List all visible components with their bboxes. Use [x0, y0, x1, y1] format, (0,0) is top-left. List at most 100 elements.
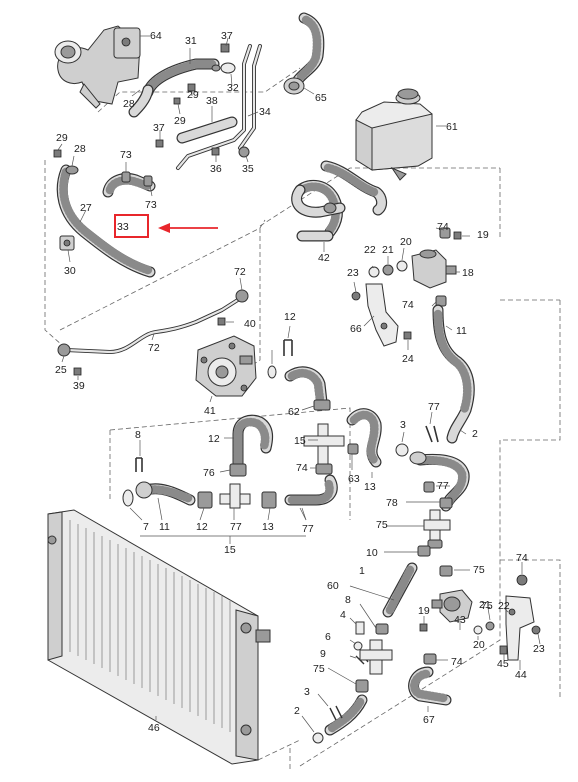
bolt-29-left: [53, 149, 62, 158]
callout-label: 12: [196, 521, 208, 533]
callout-label: 75: [473, 564, 485, 576]
group-boundary-upper-left: [44, 160, 63, 346]
hose-65: [283, 12, 325, 95]
clip-3-upper: [425, 425, 439, 443]
hose-12-lower: [135, 481, 196, 506]
callout-label: 20: [400, 236, 412, 248]
bolt-29-mid: [173, 97, 181, 105]
callout-label: 61: [446, 121, 458, 133]
callout-label: 23: [533, 643, 545, 655]
callout-label: 11: [456, 325, 467, 337]
callout-label: 18: [462, 267, 474, 279]
pipe-31: [142, 58, 220, 98]
callout-label: 2: [472, 428, 478, 440]
hose-38: [176, 116, 238, 144]
callout-label: 34: [259, 106, 271, 118]
clip-76: [423, 481, 435, 493]
highlight-arrowhead: [158, 223, 170, 233]
callout-label: 23: [347, 267, 359, 279]
callout-label: 19: [477, 229, 489, 241]
bolt-37-mid: [155, 139, 164, 148]
callout-label: 30: [64, 265, 76, 277]
callout-label: 37: [153, 122, 165, 134]
clip-3-lower: [329, 705, 343, 721]
pipe-34: [176, 44, 262, 170]
hose-15-lower: [284, 474, 338, 506]
callout-label: 2: [294, 705, 300, 717]
bolt-19-lower: [419, 623, 428, 632]
bolt-25: [403, 331, 412, 340]
callout-label: 12: [208, 433, 220, 445]
callout-label: 7: [143, 521, 149, 533]
callout-label: 24: [402, 353, 414, 365]
pipe-39: [57, 289, 249, 357]
hose-27: [56, 164, 156, 278]
callout-label: 72: [148, 342, 160, 354]
callout-label: 11: [159, 521, 170, 533]
callout-label: 46: [148, 722, 160, 734]
bolt-45: [499, 645, 508, 655]
tee-13-lower: [219, 483, 251, 509]
group-boundary-right-upper: [259, 167, 501, 240]
bolt-23-upper: [351, 291, 361, 301]
sensor-4: [355, 621, 365, 635]
clip-75-lower-b: [355, 679, 369, 693]
aux-pump-43: [431, 589, 473, 623]
callout-label: 63: [348, 473, 360, 485]
clip-32: [220, 62, 236, 74]
callout-label: 62: [288, 406, 300, 418]
oring-11-upper: [267, 365, 277, 379]
callout-label: 77: [437, 480, 449, 492]
callout-label: 15: [224, 544, 236, 556]
callout-label: 74: [437, 221, 449, 233]
callout-label: 67: [423, 714, 435, 726]
clip-77-lower-b: [261, 491, 277, 509]
callout-label: 10: [366, 547, 378, 559]
callout-label: 31: [185, 35, 197, 47]
clip-74-upper: [439, 227, 451, 239]
callout-label: 43: [454, 614, 466, 626]
clip-28-left: [65, 165, 79, 175]
callout-label: 75: [376, 519, 388, 531]
callout-label: 29: [56, 132, 68, 144]
hose-8-lower: [382, 562, 418, 618]
callout-label: 75: [313, 663, 325, 675]
bolt-41: [73, 367, 82, 376]
callout-label: 29: [174, 115, 186, 127]
hose-lower-short: [324, 694, 368, 736]
clip-75-lower-a: [375, 623, 389, 635]
oring-11-lower: [122, 489, 134, 507]
callout-label: 40: [244, 318, 256, 330]
highlight-box-33: [114, 214, 149, 238]
tee-lower: [359, 639, 393, 675]
radiator-60: [47, 509, 271, 765]
callout-label: 22: [364, 244, 376, 256]
callout-label-highlighted: 33: [117, 221, 129, 233]
oring-2-lower: [312, 732, 324, 744]
callout-label: 37: [221, 30, 233, 42]
clip-35: [238, 146, 250, 158]
callout-label: 21: [479, 599, 491, 611]
callout-label: 72: [234, 266, 246, 278]
hose-66: [432, 304, 475, 444]
turbocharger-housing: [54, 25, 141, 109]
callout-label: 21: [382, 244, 394, 256]
callout-label: 12: [284, 311, 296, 323]
clip-77-lower-a: [197, 491, 213, 509]
tee-13-upper: [303, 423, 345, 475]
clip-74-lower-right: [423, 653, 437, 665]
seal-20-lower: [473, 625, 483, 635]
callout-label: 3: [400, 419, 406, 431]
tee-7: [423, 509, 451, 549]
hose-73: [102, 171, 156, 198]
bolt-19-upper: [453, 231, 462, 240]
callout-label: 29: [187, 89, 199, 101]
bolt-29-top: [187, 83, 196, 92]
callout-label: 73: [145, 199, 157, 211]
seal-21-upper: [382, 264, 394, 276]
callout-label: 1: [359, 565, 365, 577]
callout-label: 22: [498, 600, 510, 612]
expansion-tank-61: [355, 88, 433, 181]
callout-label: 39: [73, 380, 85, 392]
